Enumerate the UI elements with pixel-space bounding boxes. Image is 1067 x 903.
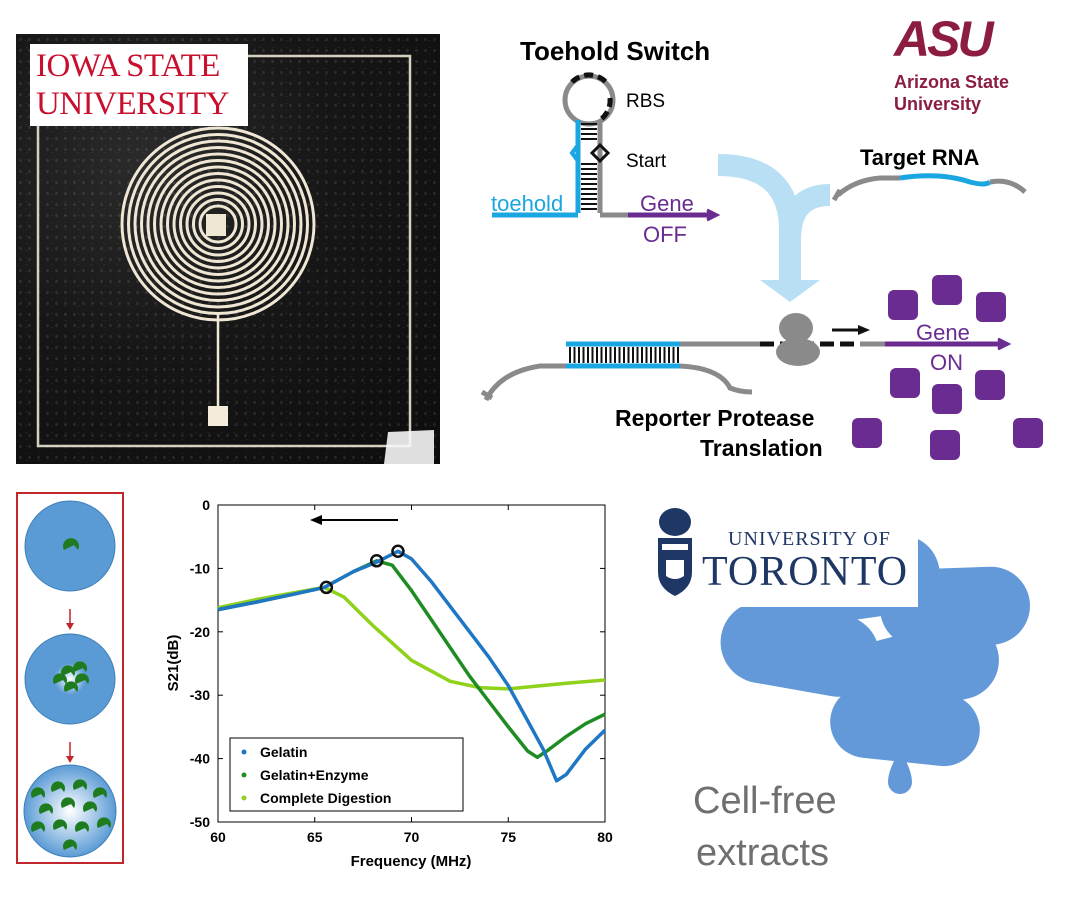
y-tick-label: 0	[202, 497, 210, 513]
digestion-stages-drawing	[23, 500, 117, 858]
legend-label-2: Complete Digestion	[260, 790, 391, 806]
toehold-label: toehold	[491, 191, 564, 216]
gene-on-label: Gene	[916, 320, 970, 345]
x-tick-label: 70	[404, 829, 420, 845]
s21-frequency-chart: 0 -10 -20 -30 -40 -50 60 65 70 75 80 Frequency (M…	[165, 497, 613, 870]
x-tick-label: 60	[210, 829, 226, 845]
complex-base-pairs	[569, 347, 679, 363]
asu-logo-mark: ASU	[894, 11, 994, 67]
y-tick-label: -40	[190, 751, 210, 767]
activation-arrow	[717, 154, 801, 280]
uoft-crest-icon	[658, 508, 692, 596]
off-label: OFF	[643, 222, 687, 247]
y-tick-label: -20	[190, 624, 210, 640]
start-label: Start	[626, 151, 667, 172]
x-tick-label: 65	[307, 829, 323, 845]
ribosome	[779, 313, 813, 343]
target-rna-label: Target RNA	[860, 145, 980, 170]
series-lines	[217, 549, 607, 783]
x-tick-label: 75	[500, 829, 516, 845]
y-axis-ticks: 0 -10 -20 -30 -40 -50	[190, 497, 605, 830]
extracts-label: extracts	[696, 832, 830, 874]
start-codon-bulge	[589, 142, 611, 164]
y-tick-label: -10	[190, 560, 210, 576]
peak-markers	[319, 544, 405, 595]
cell-free-label: Cell-free	[693, 780, 837, 822]
toehold-switch-diagram	[480, 72, 1043, 460]
asu-logo-line2: University	[894, 94, 982, 114]
legend-swatch-1	[241, 772, 247, 778]
asu-logo-line1: Arizona State	[894, 72, 1010, 92]
gene-off-label: Gene	[640, 191, 694, 216]
inner-pad	[206, 214, 226, 236]
stage-3-complete-digestion	[23, 764, 117, 858]
rbs-segment	[570, 72, 613, 123]
iowa-logo-line1: IOWA STATE	[36, 48, 220, 84]
peak-marker-1	[369, 554, 384, 568]
peak-marker-2	[319, 580, 334, 595]
on-label: ON	[930, 350, 963, 375]
reporter-protease-label: Reporter Protease	[615, 405, 815, 431]
uoft-logo-line2: TORONTO	[702, 549, 909, 595]
protease-products	[852, 275, 1043, 460]
legend-label-0: Gelatin	[260, 744, 307, 760]
legend-label-1: Gelatin+Enzyme	[260, 767, 369, 783]
legend-swatch-0	[241, 749, 247, 755]
series-line-0	[217, 549, 607, 783]
bound-target-strand	[480, 363, 566, 402]
y-tick-label: -50	[190, 814, 210, 830]
iowa-state-logo: IOWA STATE UNIVERSITY	[30, 44, 248, 126]
target-rna-strand	[836, 175, 900, 197]
toehold-switch-title: Toehold Switch	[520, 36, 711, 66]
translation-label: Translation	[700, 435, 823, 461]
y-tick-label: -30	[190, 687, 210, 703]
stem-base-pairs	[581, 123, 597, 210]
iowa-logo-line2: UNIVERSITY	[36, 86, 229, 122]
y-axis-label: S21(dB)	[165, 635, 182, 692]
outer-pad	[208, 406, 228, 426]
stage-2-partial-digestion	[24, 633, 116, 725]
extract-droplet	[888, 750, 912, 794]
rbs-label: RBS	[626, 91, 666, 112]
university-of-toronto-logo	[646, 500, 918, 607]
legend-swatch-2	[241, 795, 247, 801]
spiral-sensor-drawing	[36, 54, 434, 464]
uoft-logo-line1: UNIVERSITY OF	[728, 528, 891, 550]
x-axis-label: Frequency (MHz)	[351, 853, 472, 870]
x-tick-label: 80	[597, 829, 613, 845]
peak-marker-0	[391, 544, 405, 559]
digestion-stages-panel	[16, 492, 124, 864]
x-axis-ticks: 60 65 70 75 80	[210, 505, 613, 845]
